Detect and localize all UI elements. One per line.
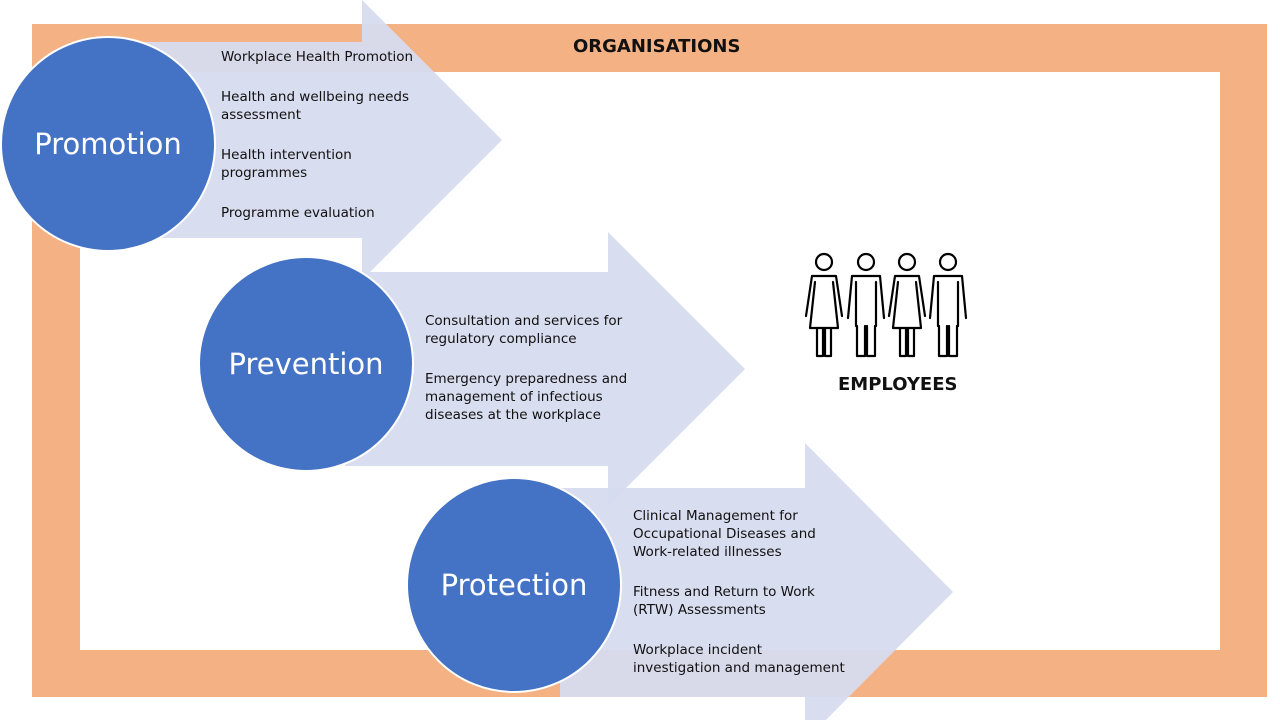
employees-label: EMPLOYEES: [838, 374, 958, 395]
protection-arrow: [560, 443, 953, 720]
prevention-arrow: [345, 232, 745, 506]
protection-item: Fitness and Return to Work(RTW) Assessme…: [633, 584, 815, 618]
protection-circle: [406, 477, 622, 693]
man-icon: [846, 252, 886, 358]
protection-label: Protection: [440, 568, 588, 602]
promotion-circle: [0, 36, 216, 252]
prevention-circle: [198, 256, 414, 472]
woman-icon: [887, 252, 927, 358]
woman-icon: [804, 252, 844, 358]
prevention-label: Prevention: [228, 347, 384, 381]
promotion-items: Workplace Health Promotion Health and we…: [221, 48, 413, 222]
promotion-item: Workplace Health Promotion: [221, 49, 414, 65]
man-icon: [928, 252, 968, 358]
promotion-item: Programme evaluation: [221, 205, 375, 221]
promotion-label: Promotion: [34, 127, 182, 161]
organisations-title: ORGANISATIONS: [573, 36, 741, 57]
people-group-icon: [804, 252, 968, 358]
promotion-arrow: [140, 0, 502, 280]
